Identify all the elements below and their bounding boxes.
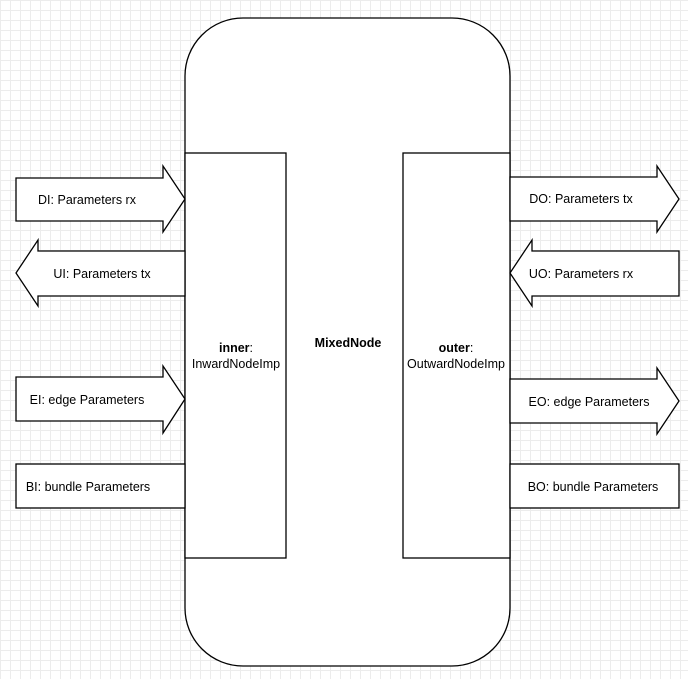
di-label: DI: Parameters rx — [38, 193, 137, 207]
inner-type-label: InwardNodeImp — [192, 357, 280, 371]
eo-arrow[interactable] — [509, 365, 680, 437]
ei-arrow[interactable] — [15, 363, 186, 436]
outer-label: outer: — [439, 341, 474, 355]
outer-name: outer — [439, 341, 470, 355]
mixed-node-label: MixedNode — [315, 336, 382, 350]
ui-label: UI: Parameters tx — [53, 267, 151, 281]
inner-box[interactable] — [184, 152, 287, 559]
bo-box[interactable] — [509, 463, 680, 509]
outer-box[interactable] — [402, 152, 511, 559]
outer-colon: : — [470, 341, 473, 355]
ui-arrow[interactable] — [15, 237, 186, 309]
eo-label: EO: edge Parameters — [529, 395, 650, 409]
bi-label: BI: bundle Parameters — [26, 480, 150, 494]
outer-type-label: OutwardNodeImp — [407, 357, 505, 371]
di-arrow[interactable] — [15, 163, 186, 235]
inner-name: inner — [219, 341, 250, 355]
do-arrow[interactable] — [509, 163, 680, 235]
bi-box[interactable] — [15, 463, 186, 509]
uo-arrow[interactable] — [509, 237, 680, 309]
ei-label: EI: edge Parameters — [30, 393, 145, 407]
inner-colon: : — [250, 341, 253, 355]
uo-label: UO: Parameters rx — [529, 267, 634, 281]
bo-label: BO: bundle Parameters — [528, 480, 659, 494]
inner-label: inner: — [219, 341, 253, 355]
do-label: DO: Parameters tx — [529, 192, 633, 206]
